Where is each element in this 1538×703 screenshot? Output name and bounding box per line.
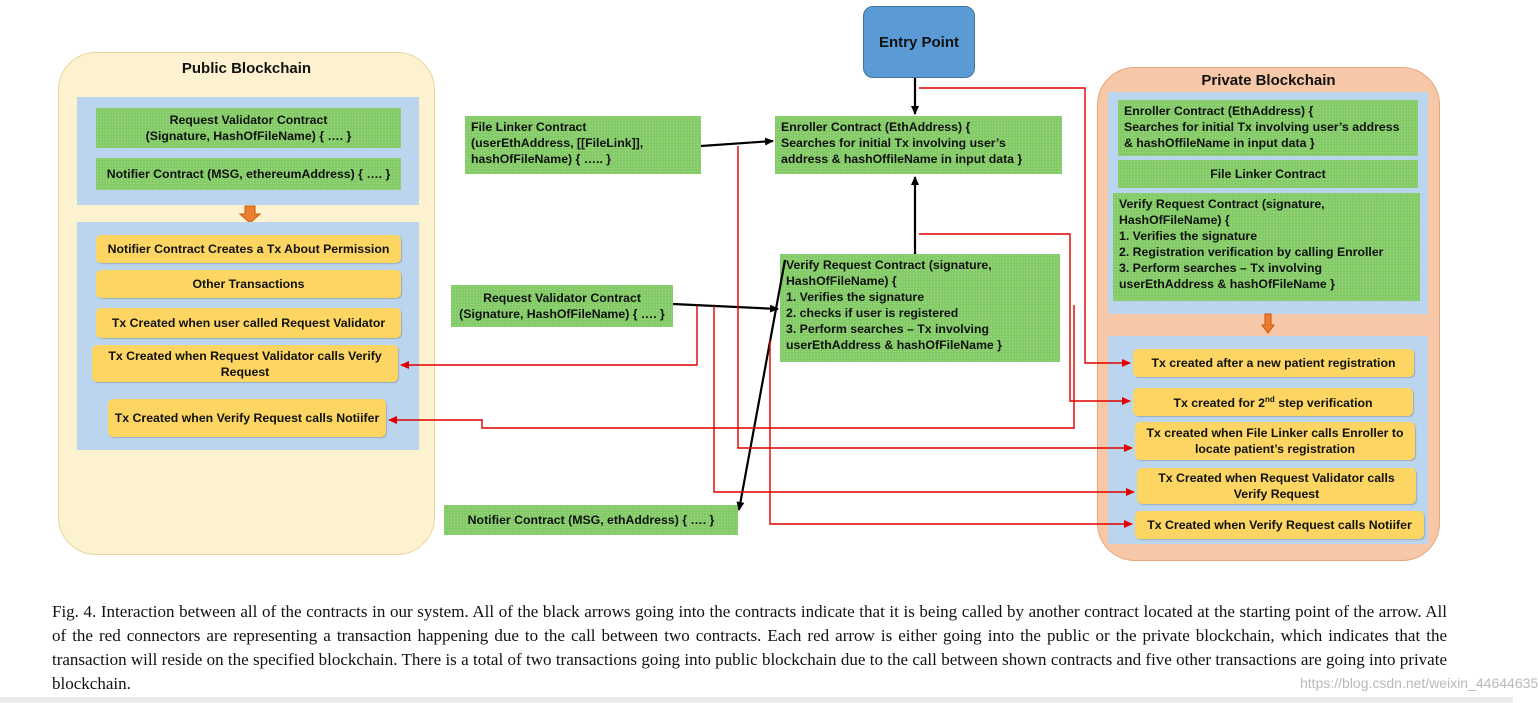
down-arrow-icon [238,205,262,224]
request-validator-contract: Request Validator Contract (Signature, H… [451,285,673,327]
private-blockchain-title: Private Blockchain [1201,72,1336,89]
private-file-linker-contract: File Linker Contract [1118,160,1418,188]
file-linker-contract: File Linker Contract (userEthAddress, [[… [465,116,701,174]
arrow-verify-to-notifier [736,259,787,511]
tx-validator-to-private [713,306,1135,496]
verify-request-contract: Verify Request Contract (signature, Hash… [780,254,1060,362]
public-tx-notifier-permission: Notifier Contract Creates a Tx About Per… [96,235,401,263]
public-tx-request-validator-calls-verify: Tx Created when Request Validator calls … [92,345,398,382]
public-tx-verify-calls-notifier: Tx Created when Verify Request calls Not… [108,399,386,437]
private-enroller-contract: Enroller Contract (EthAddress) { Searche… [1118,100,1418,156]
public-tx-user-called-request-validator: Tx Created when user called Request Vali… [96,308,401,338]
private-tx-file-linker-calls-enroller: Tx created when File Linker calls Enroll… [1135,422,1415,460]
down-arrow-icon [1261,313,1275,334]
private-tx-verify-calls-notifier: Tx Created when Verify Request calls Not… [1135,511,1424,539]
tx-filelinker-to-private [737,146,1133,452]
public-notifier-contract: Notifier Contract (MSG, ethereumAddress)… [96,158,401,190]
bottom-bar [0,697,1513,703]
tx-notifier-to-private [769,340,1133,528]
private-tx-request-validator-calls-verify: Tx Created when Request Validator calls … [1137,468,1416,504]
arrow-filelinker-to-enroller [700,137,774,148]
public-blockchain-title: Public Blockchain [181,60,312,77]
figure-caption: Fig. 4. Interaction between all of the c… [52,602,1447,693]
tx-entry-to-private [919,87,1131,367]
private-tx-new-patient-registration: Tx created after a new patient registrat… [1133,349,1414,377]
tx-verify-enroller-to-private [919,233,1131,405]
tx-verify-to-public [388,305,1075,429]
private-verify-request-contract: Verify Request Contract (signature, Hash… [1113,193,1420,301]
entry-point: Entry Point [863,6,975,78]
private-tx-2nd-step-text: Tx created for 2nd step verification [1173,395,1373,411]
arrow-validator-to-verify [672,302,779,313]
public-tx-other: Other Transactions [96,270,401,298]
private-tx-2nd-step-verification: Tx created for 2nd step verification [1133,388,1413,416]
tx-validator-to-public [400,306,698,369]
watermark: https://blog.csdn.net/weixin_44644635 [1300,675,1538,691]
enroller-contract: Enroller Contract (EthAddress) { Searche… [775,116,1062,174]
public-request-validator-contract: Request Validator Contract (Signature, H… [96,108,401,148]
notifier-contract: Notifier Contract (MSG, ethAddress) { ….… [444,505,738,535]
